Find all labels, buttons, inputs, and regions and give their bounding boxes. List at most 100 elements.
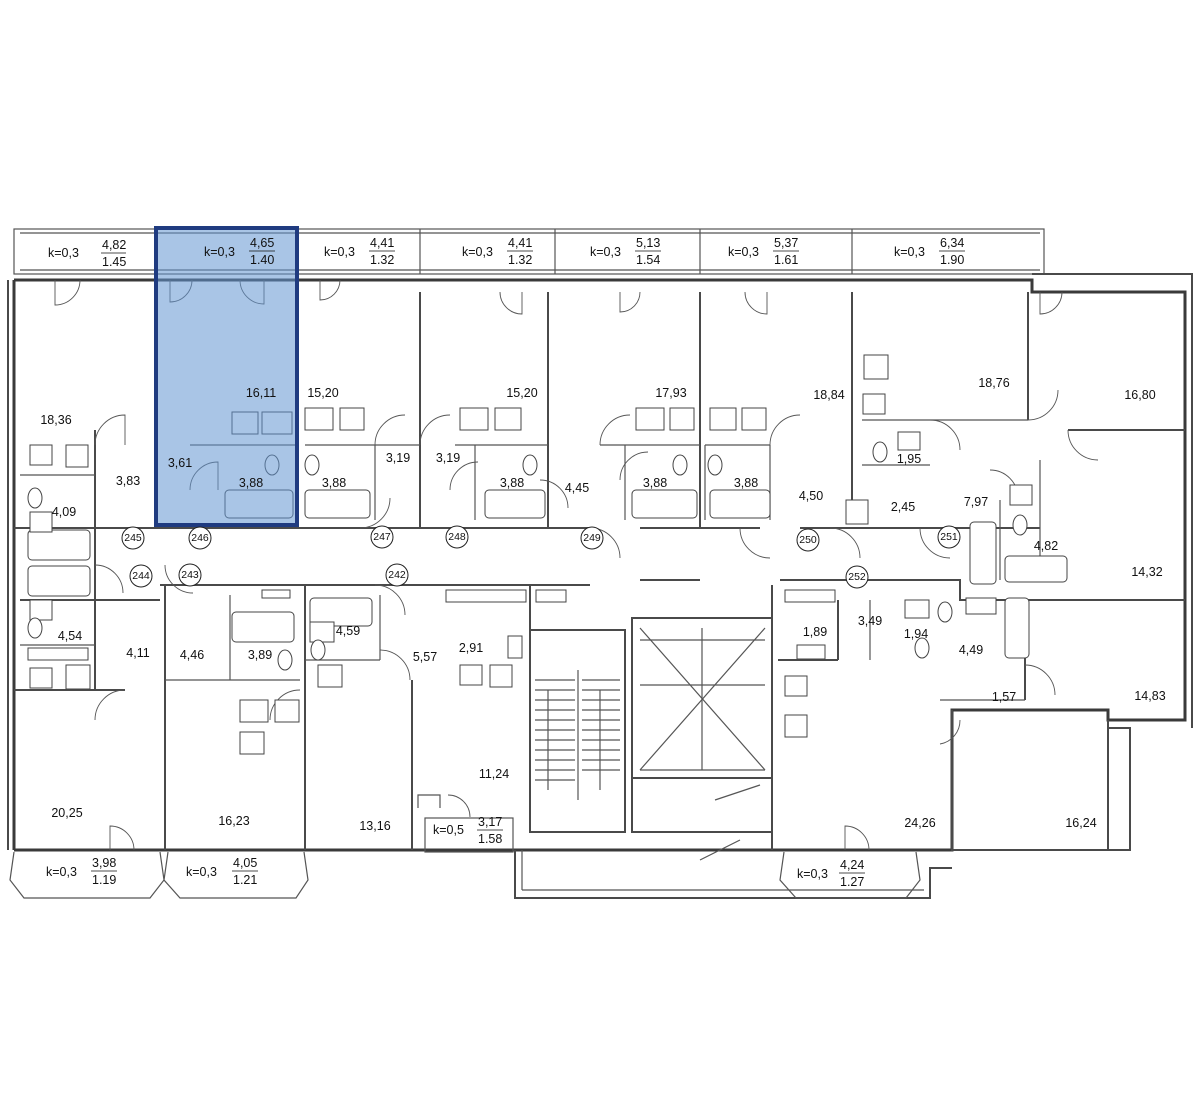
unit-marker-247[interactable]: 247 (370, 525, 394, 549)
balcony-reduced-area: 1.40 (250, 253, 274, 267)
balcony-area: 3,98 (92, 856, 116, 870)
room-area: 16,11 (246, 386, 276, 400)
room-area: 18,36 (40, 413, 71, 427)
room-area: 1,95 (897, 452, 921, 466)
room-area: 2,45 (891, 500, 915, 514)
unit-number: 244 (132, 570, 150, 582)
balcony-area: 4,05 (233, 856, 257, 870)
unit-marker-245[interactable]: 245 (121, 526, 145, 550)
room-area: 16,80 (1124, 388, 1155, 402)
unit-number: 243 (181, 569, 199, 581)
unit-number: 248 (448, 531, 466, 543)
room-area: 3,88 (734, 476, 758, 490)
room-area: 3,19 (436, 451, 460, 465)
balcony-reduced-area: 1.32 (508, 253, 532, 267)
room-area: 4,45 (565, 481, 589, 495)
room-area: 4,49 (959, 643, 983, 657)
room-area: 4,50 (799, 489, 823, 503)
balcony-k: k=0,3 (324, 245, 355, 259)
balcony-reduced-area: 1.27 (840, 875, 864, 889)
balcony-reduced-area: 1.61 (774, 253, 798, 267)
room-area: 20,25 (51, 806, 82, 820)
unit-number: 250 (799, 534, 817, 546)
balcony-label: k=0,3 4,65 1.40 (204, 236, 275, 267)
unit-marker-243[interactable]: 243 (178, 563, 202, 587)
unit-marker-242[interactable]: 242 (385, 563, 409, 587)
room-area: 11,24 (479, 767, 509, 781)
unit-marker-244[interactable]: 244 (129, 564, 153, 588)
room-area: 3,49 (858, 614, 882, 628)
balcony-k: k=0,3 (797, 867, 828, 881)
room-area: 4,11 (126, 646, 149, 660)
balcony-reduced-area: 1.32 (370, 253, 394, 267)
room-area: 18,76 (978, 376, 1009, 390)
room-area: 4,46 (180, 648, 204, 662)
room-area: 17,93 (655, 386, 686, 400)
building-walls (7, 228, 1193, 899)
room-area: 3,88 (239, 476, 263, 490)
unit-marker-246[interactable]: 246 (188, 526, 212, 550)
unit-marker-250[interactable]: 250 (796, 528, 820, 552)
room-area: 5,57 (413, 650, 437, 664)
unit-number: 251 (940, 531, 958, 543)
room-area: 24,26 (904, 816, 935, 830)
room-area: 1,89 (803, 625, 827, 639)
room-area: 1,94 (904, 627, 928, 641)
balcony-area: 4,41 (508, 236, 532, 250)
balcony-reduced-area: 1.21 (233, 873, 257, 887)
room-area: 18,84 (813, 388, 844, 402)
balcony-k: k=0,3 (186, 865, 217, 879)
staircase (535, 627, 766, 861)
unit-number: 249 (583, 532, 601, 544)
room-area: 3,19 (386, 451, 410, 465)
room-area: 1,57 (992, 690, 1016, 704)
room-area: 2,91 (459, 641, 483, 655)
balcony-k: k=0,3 (204, 245, 235, 259)
unit-number: 242 (388, 569, 406, 581)
balcony-k: k=0,3 (590, 245, 621, 259)
room-area: 3,89 (248, 648, 272, 662)
balcony-area: 5,13 (636, 236, 660, 250)
balcony-k: k=0,3 (46, 865, 77, 879)
balcony-area: 4,24 (840, 858, 864, 872)
balcony-label: k=0,3 4,41 1.32 (324, 236, 395, 267)
balcony-label: k=0,3 5,37 1.61 (728, 236, 799, 267)
balcony-reduced-area: 1.45 (102, 255, 126, 269)
room-area: 3,88 (500, 476, 524, 490)
unit-number: 245 (124, 532, 142, 544)
unit-marker-251[interactable]: 251 (937, 525, 961, 549)
room-area: 3,88 (322, 476, 346, 490)
balcony-label: k=0,3 4,05 1.21 (186, 856, 258, 887)
room-area-labels: 18,36 16,11 15,20 15,20 17,93 18,84 18,7… (40, 376, 1165, 833)
sanitary-fixtures (27, 354, 1068, 755)
balcony-reduced-area: 1.90 (940, 253, 964, 267)
room-area: 7,97 (964, 495, 988, 509)
balcony-label: k=0,3 4,24 1.27 (797, 858, 865, 889)
door-swings (54, 279, 1099, 851)
unit-marker-249[interactable]: 249 (580, 526, 604, 550)
balcony-reduced-area: 1.58 (478, 832, 502, 846)
balcony-k: k=0,3 (462, 245, 493, 259)
room-area: 4,59 (336, 624, 360, 638)
unit-number: 246 (191, 532, 209, 544)
unit-marker-248[interactable]: 248 (445, 525, 469, 549)
room-area: 16,23 (218, 814, 249, 828)
selected-apartment-246[interactable] (154, 226, 299, 527)
room-area: 3,61 (168, 456, 192, 470)
room-area: 4,09 (52, 505, 76, 519)
room-area: 15,20 (307, 386, 338, 400)
balcony-reduced-area: 1.19 (92, 873, 116, 887)
balcony-area: 4,65 (250, 236, 274, 250)
balcony-area: 6,34 (940, 236, 964, 250)
room-area: 13,16 (359, 819, 390, 833)
balcony-label: k=0,5 3,17 1.58 (433, 815, 503, 846)
balcony-labels: k=0,3 4,82 1.45 k=0,3 4,65 1.40 k=0,3 4,… (46, 236, 965, 889)
room-area: 4,54 (58, 629, 82, 643)
room-area: 3,83 (116, 474, 140, 488)
room-area: 14,83 (1134, 689, 1165, 703)
balcony-label: k=0,3 4,41 1.32 (462, 236, 533, 267)
unit-marker-252[interactable]: 252 (845, 565, 869, 589)
room-area: 14,32 (1131, 565, 1162, 579)
room-area: 16,24 (1065, 816, 1096, 830)
